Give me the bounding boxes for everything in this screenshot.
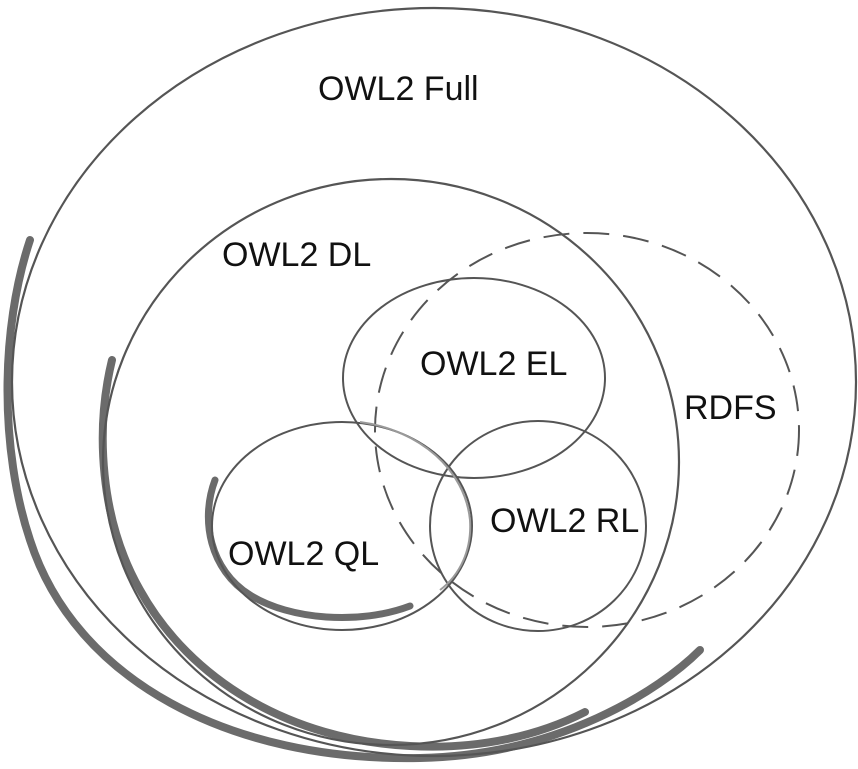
owl2-ql-ellipse-shadow [205, 476, 414, 622]
ql-el-overlap-arc [359, 421, 472, 591]
owl2-ql-ellipse [211, 421, 473, 631]
owl2-dl-label: OWL2 DL [222, 236, 372, 274]
rdfs-dashed-ellipse [374, 232, 800, 628]
owl2-full-ellipse [10, 6, 858, 758]
owl2-rl-ellipse [429, 420, 647, 632]
owl2-ql-label: OWL2 QL [228, 535, 380, 573]
owl2-el-label: OWL2 EL [420, 345, 568, 383]
owl2-full-ellipse-shadow [3, 236, 704, 763]
rdfs-label: RDFS [684, 389, 777, 427]
owl2-rl-label: OWL2 RL [490, 502, 640, 540]
owl2-el-ellipse [342, 277, 606, 479]
owl2-dl-ellipse [101, 177, 681, 747]
owl2-dl-ellipse-shadow [98, 356, 589, 751]
owl2-full-label: OWL2 Full [318, 70, 479, 108]
